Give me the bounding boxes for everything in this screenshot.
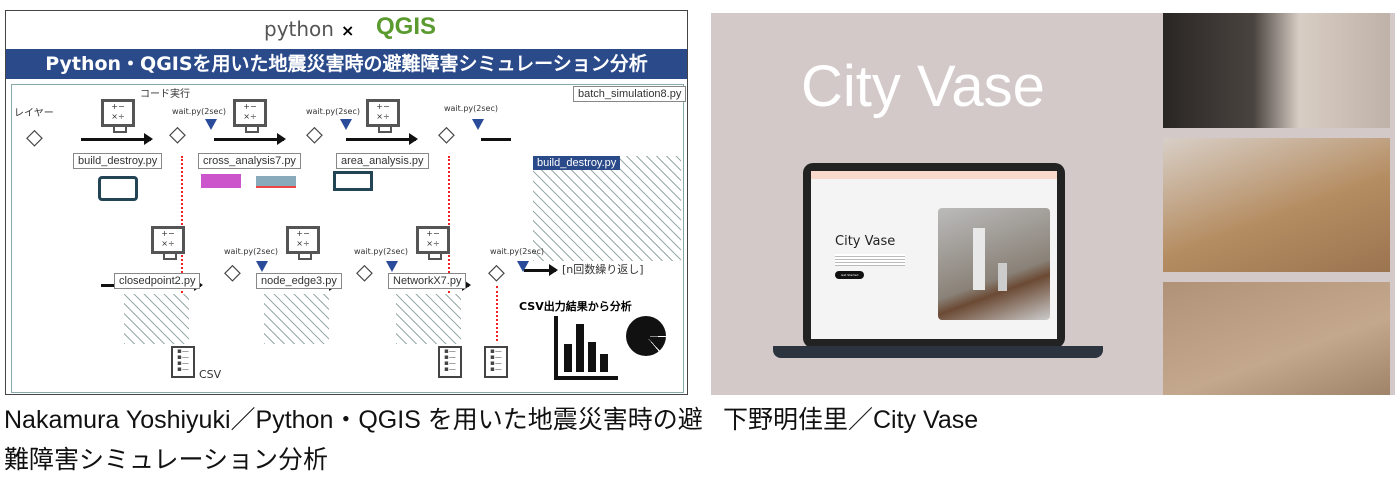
laptop-mockup: City Vase Get Started <box>803 163 1065 348</box>
python-logo: python <box>264 17 334 41</box>
csv-file-icon: ▪—▪—▪—▪— <box>171 346 195 378</box>
monitor-icon: +− ×÷ <box>101 99 135 133</box>
screen-description <box>835 254 905 266</box>
wait-marker-icon <box>256 261 268 272</box>
browser-tab-bar <box>811 171 1057 179</box>
wait-label: wait.py(2sec) <box>172 107 226 116</box>
diagram-body <box>11 84 684 393</box>
analysis-label: CSV出力結果から分析 <box>519 300 632 313</box>
csv-output-line <box>496 286 498 341</box>
times-symbol: × <box>341 21 355 40</box>
script-label: closedpoint2.py <box>114 273 201 289</box>
monitor-icon: +− ×÷ <box>416 226 450 260</box>
layers-icon: ◇ <box>438 122 455 147</box>
monitor-glyph: +− ×÷ <box>243 102 257 121</box>
code-exec-label: コード実行 <box>140 89 190 100</box>
csv-file-icon: ▪—▪—▪—▪— <box>484 346 508 378</box>
wait-marker-icon <box>386 261 398 272</box>
wait-label: wait.py(2sec) <box>224 247 278 256</box>
monitor-glyph: +− ×÷ <box>296 229 310 248</box>
script-label: NetworkX7.py <box>388 273 467 289</box>
layers-icon: ◇ <box>26 125 43 150</box>
road-network-thumbnail <box>124 294 189 344</box>
vase-photo-city-set <box>1163 138 1390 272</box>
map-label: build_destroy.py <box>533 156 621 170</box>
wait-marker-icon <box>340 119 352 130</box>
monitor-icon: +− ×÷ <box>151 226 185 260</box>
layer-label: レイヤー <box>14 108 54 119</box>
city-vase-visual: City Vase City Vase Get Started <box>711 13 1395 395</box>
script-label: cross_analysis7.py <box>198 153 301 169</box>
script-label: build_destroy.py <box>73 153 163 169</box>
wait-label: wait.py(2sec) <box>490 247 544 256</box>
bar-chart-icon <box>554 316 618 380</box>
map-thumbnail <box>533 156 681 261</box>
wait-marker-icon <box>205 119 217 130</box>
batch-label: batch_simulation8.py <box>573 86 687 102</box>
pie-chart-icon <box>626 316 666 356</box>
city-vase-title: City Vase <box>801 54 1045 119</box>
monitor-glyph: +− ×÷ <box>161 229 175 248</box>
layers-icon: ◇ <box>224 260 241 285</box>
short-vase <box>998 263 1007 291</box>
vase-photo-pens <box>1163 282 1390 395</box>
arrow-icon <box>524 264 558 276</box>
road-icon <box>256 176 296 188</box>
arrow-icon <box>346 133 418 145</box>
script-label: area_analysis.py <box>336 153 429 169</box>
diagram-title: Python・QGISを用いた地震災害時の避難障害シミュレーション分析 <box>6 49 687 79</box>
screen-button: Get Started <box>835 271 865 279</box>
monitor-glyph: +− ×÷ <box>111 102 125 121</box>
csv-label: CSV <box>199 368 222 381</box>
monitor-icon: +− ×÷ <box>286 226 320 260</box>
monitor-icon: +− ×÷ <box>366 99 400 133</box>
cross-analysis-icon <box>201 174 241 188</box>
wait-marker-icon <box>472 119 484 130</box>
line-break-icon <box>481 138 511 141</box>
network-route-thumbnail <box>396 294 461 344</box>
layers-icon: ◇ <box>169 122 186 147</box>
caption-right: 下野明佳里／City Vase <box>723 406 979 434</box>
area-analysis-icon <box>333 171 373 191</box>
screen-title: City Vase <box>835 234 896 249</box>
layers-icon: ◇ <box>356 260 373 285</box>
script-label: node_edge3.py <box>256 273 342 289</box>
arrow-icon <box>214 133 286 145</box>
wait-label: wait.py(2sec) <box>306 107 360 116</box>
simulation-diagram: python × QGIS Python・QGISを用いた地震災害時の避難障害シ… <box>5 10 688 395</box>
node-edge-thumbnail <box>264 294 329 344</box>
wait-marker-icon <box>517 261 529 272</box>
arrow-icon <box>81 133 153 145</box>
laptop-base <box>773 346 1103 358</box>
monitor-glyph: +− ×÷ <box>376 102 390 121</box>
layers-icon: ◇ <box>488 260 505 285</box>
build-destroy-icon <box>98 176 138 201</box>
tall-vase <box>973 228 985 290</box>
wait-label: wait.py(2sec) <box>354 247 408 256</box>
caption-left: Nakamura Yoshiyuki／Python・QGIS を用いた地震災害時… <box>4 406 703 474</box>
vase-photo <box>938 208 1050 320</box>
vase-photo-flowers <box>1163 13 1390 128</box>
csv-file-icon: ▪—▪—▪—▪— <box>438 346 462 378</box>
layers-icon: ◇ <box>306 122 323 147</box>
wait-label: wait.py(2sec) <box>444 104 498 113</box>
monitor-icon: +− ×÷ <box>233 99 267 133</box>
qgis-logo: QGIS <box>376 13 437 40</box>
laptop-screen: City Vase Get Started <box>811 171 1057 339</box>
repeat-label: [n回数繰り返し] <box>562 263 644 276</box>
monitor-glyph: +− ×÷ <box>426 229 440 248</box>
